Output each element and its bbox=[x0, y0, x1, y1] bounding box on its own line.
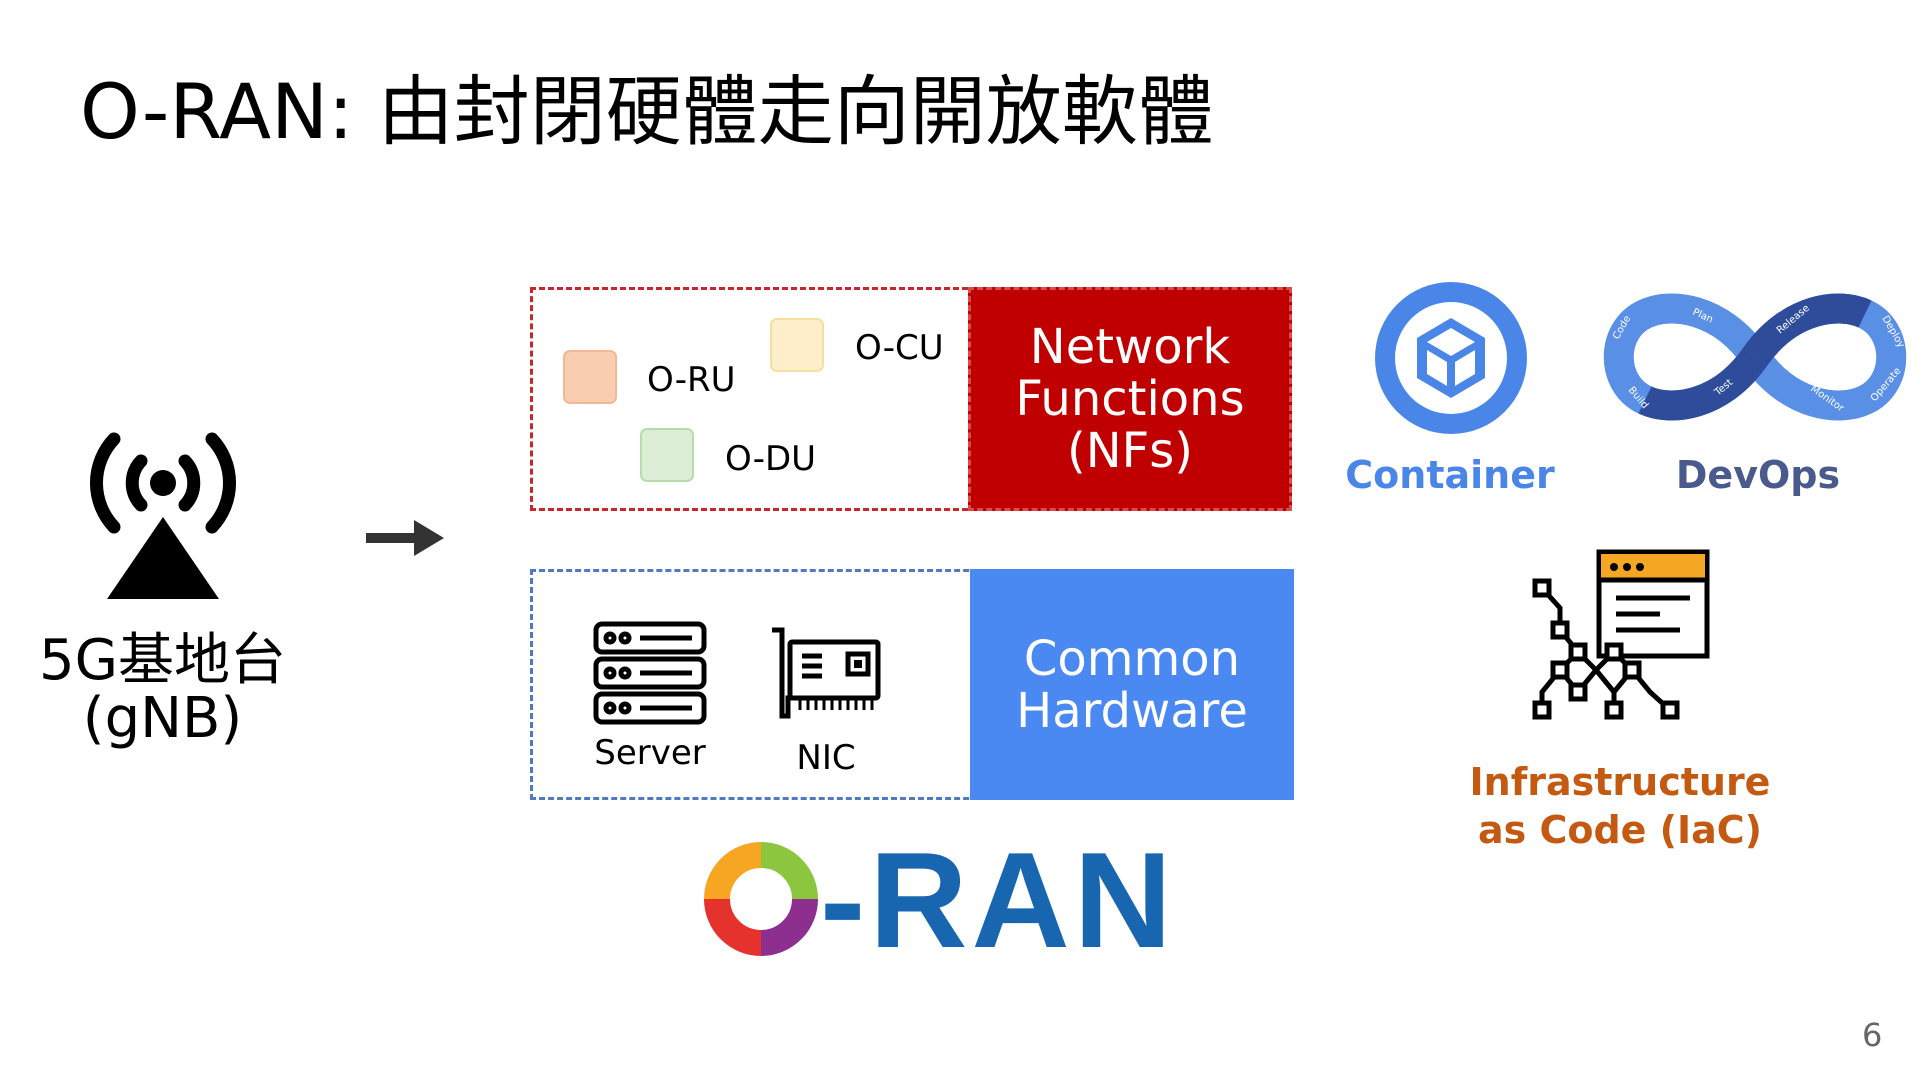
gnb-label-line2: (gNB) bbox=[82, 686, 243, 751]
iac-label-line1: Infrastructure bbox=[1469, 760, 1771, 804]
oran-logo-text: -RAN bbox=[820, 824, 1176, 976]
iac-label-line2: as Code (IaC) bbox=[1477, 808, 1763, 852]
gnb-label-line1: 5G基地台 bbox=[38, 628, 287, 693]
container-label: Container bbox=[1345, 453, 1555, 497]
nf-panel-line1: Network bbox=[1029, 319, 1231, 375]
arrow-right-icon bbox=[366, 520, 444, 556]
gnb-label: 5G基地台 (gNB) bbox=[20, 632, 305, 748]
devops-label: DevOps bbox=[1675, 453, 1841, 497]
antenna-tower-icon bbox=[90, 432, 236, 599]
slide-title: O-RAN: 由封閉硬體走向開放軟體 bbox=[80, 67, 1214, 156]
odu-chip bbox=[640, 428, 694, 482]
common-hardware-panel: Common Hardware bbox=[970, 569, 1294, 800]
nf-panel-line3: (NFs) bbox=[1067, 423, 1193, 479]
oru-label: O-RU bbox=[647, 360, 736, 400]
nf-panel-line2: Functions bbox=[1015, 371, 1245, 427]
nic-label: NIC bbox=[796, 738, 856, 778]
container-icon bbox=[1375, 282, 1527, 434]
server-icon bbox=[593, 621, 707, 725]
hw-panel-line2: Hardware bbox=[1016, 682, 1248, 739]
oran-ring-icon bbox=[704, 842, 818, 956]
odu-label: O-DU bbox=[725, 439, 817, 479]
iac-label: Infrastructure as Code (IaC) bbox=[1450, 758, 1790, 854]
page-number: 6 bbox=[1862, 1016, 1883, 1054]
hw-panel-line1: Common bbox=[1023, 630, 1241, 687]
infrastructure-as-code-icon bbox=[1532, 549, 1710, 720]
ocu-label: O-CU bbox=[855, 328, 944, 368]
nic-card-icon bbox=[772, 627, 881, 719]
server-label: Server bbox=[594, 733, 706, 773]
ocu-chip bbox=[770, 318, 824, 372]
network-functions-panel: Network Functions (NFs) bbox=[968, 287, 1292, 511]
oru-chip bbox=[563, 350, 617, 404]
devops-infinity-icon: Code Plan Release Deploy Operate Monitor… bbox=[1603, 293, 1906, 421]
